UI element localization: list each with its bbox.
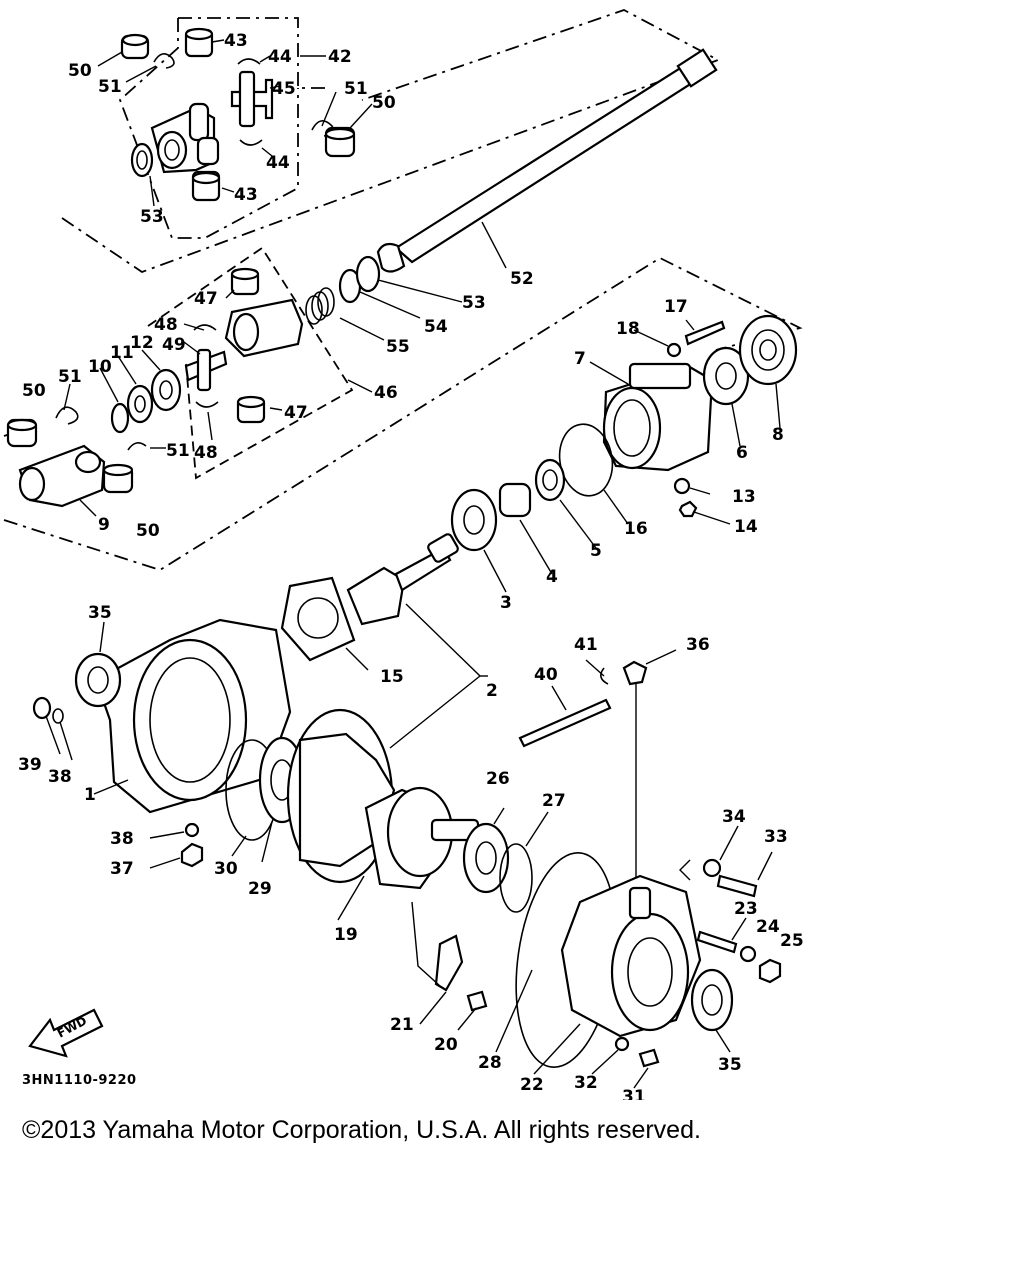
callout: 52: [510, 269, 534, 289]
callout: 2: [486, 681, 498, 701]
forward-direction-arrow: FWD: [28, 1008, 104, 1058]
callout: 17: [664, 297, 688, 317]
callout: 51: [166, 441, 190, 461]
callout: 47: [194, 289, 218, 309]
drive-shaft: [61, 9, 721, 274]
callout: 55: [386, 337, 410, 357]
callout: 8: [772, 425, 784, 445]
callout: 50: [68, 61, 92, 81]
callout: 7: [574, 349, 586, 369]
callout: 11: [110, 343, 134, 363]
upper-joint-assembly: [97, 17, 373, 239]
callout: 51: [344, 79, 368, 99]
callout: 34: [722, 807, 746, 827]
callout: 38: [48, 767, 72, 787]
callout: 28: [478, 1053, 502, 1073]
callout: 39: [18, 755, 42, 775]
callout: 50: [372, 93, 396, 113]
copyright-notice: ©2013 Yamaha Motor Corporation, U.S.A. A…: [22, 1116, 701, 1144]
callout: 48: [154, 315, 178, 335]
callout: 25: [780, 931, 804, 951]
callout: 14: [734, 517, 758, 537]
callout: 13: [732, 487, 756, 507]
callout: 4: [546, 567, 558, 587]
callout: 45: [272, 79, 296, 99]
callout: 50: [22, 381, 46, 401]
housing-cover: [533, 825, 782, 1089]
callout: 42: [328, 47, 352, 67]
callout: 40: [534, 665, 558, 685]
callout: 33: [764, 827, 788, 847]
callout: 5: [590, 541, 602, 561]
callout: 48: [194, 443, 218, 463]
callout: 9: [98, 515, 110, 535]
callout: 6: [736, 443, 748, 463]
callout: 16: [624, 519, 648, 539]
bearing-housing: [450, 314, 798, 593]
callout: 22: [520, 1075, 544, 1095]
callout: 18: [616, 319, 640, 339]
callout: 32: [574, 1073, 598, 1093]
callout: 51: [58, 367, 82, 387]
callout: 12: [130, 333, 154, 353]
callout: 51: [98, 77, 122, 97]
callout: 43: [224, 31, 248, 51]
callout: 10: [88, 357, 112, 377]
callout-labels: 1 2 3 4 5 6 7 8 9 10 11 12 13 14 15 16 1…: [18, 31, 804, 1100]
callout: 19: [334, 925, 358, 945]
callout: 47: [284, 403, 308, 423]
callout: 30: [214, 859, 238, 879]
callout: 49: [162, 335, 186, 355]
callout: 44: [268, 47, 292, 67]
callout: 21: [390, 1015, 414, 1035]
callout: 35: [718, 1055, 742, 1075]
callout: 15: [380, 667, 404, 687]
callout: 41: [574, 635, 598, 655]
part-code: 3HN1110-9220: [22, 1073, 137, 1088]
callout: 27: [542, 791, 566, 811]
differential-housing: [32, 618, 306, 869]
pinion-gear: [280, 533, 488, 749]
callout: 3: [500, 593, 512, 613]
callout: 36: [686, 635, 710, 655]
callout: 44: [266, 153, 290, 173]
callout: 24: [756, 917, 780, 937]
callout: 38: [110, 829, 134, 849]
callout: 31: [622, 1087, 646, 1100]
callout: 35: [88, 603, 112, 623]
callout: 1: [84, 785, 96, 805]
lower-joint-assembly: [3, 246, 803, 571]
callout: 46: [374, 383, 398, 403]
callout: 23: [734, 899, 758, 919]
callout: 37: [110, 859, 134, 879]
callout: 53: [140, 207, 164, 227]
callout: 50: [136, 521, 160, 541]
callout: 29: [248, 879, 272, 899]
callout: 26: [486, 769, 510, 789]
exploded-parts-diagram: FWD 1 2 3 4 5 6 7 8 9 10 11 12 13 14 15 …: [3, 9, 804, 1100]
callout: 43: [234, 185, 258, 205]
ring-gear-and-case: [286, 649, 677, 1068]
callout: 20: [434, 1035, 458, 1055]
callout: 53: [462, 293, 486, 313]
callout: 54: [424, 317, 448, 337]
